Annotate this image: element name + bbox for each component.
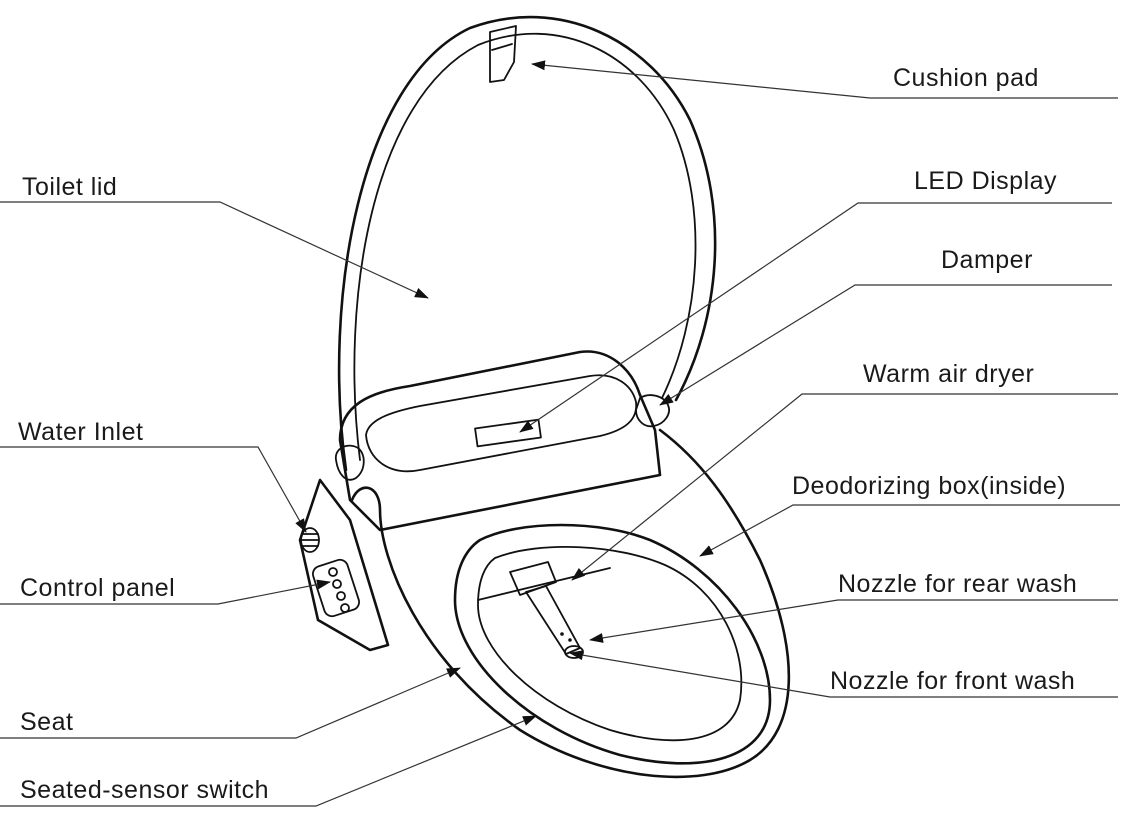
labels: Cushion pad Toilet lid LED Display Dampe… xyxy=(18,64,1077,804)
left-hinge xyxy=(335,444,365,481)
label-water-inlet: Water Inlet xyxy=(18,418,143,446)
rear-housing xyxy=(338,350,662,532)
leader-seated-sensor xyxy=(0,715,537,807)
nozzle-hole-rear xyxy=(560,632,564,636)
nozzle-hole-front xyxy=(568,638,572,642)
label-cushion-pad: Cushion pad xyxy=(893,64,1039,92)
leader-led-display xyxy=(519,202,1112,433)
cushion-pad-shape xyxy=(489,25,517,83)
toilet-lid-inner-outline xyxy=(353,32,697,461)
damper-hinge xyxy=(635,394,670,428)
leader-seat xyxy=(0,667,461,739)
label-damper: Damper xyxy=(941,246,1033,274)
label-led-display: LED Display xyxy=(914,167,1057,195)
leader-nozzle-rear xyxy=(589,599,1118,643)
leader-toilet-lid xyxy=(0,201,429,299)
leader-deodorizing-box xyxy=(699,504,1120,557)
control-panel-buttons xyxy=(312,558,360,618)
control-body xyxy=(298,478,390,652)
leader-cushion-pad xyxy=(531,60,1118,99)
leader-damper xyxy=(659,284,1112,406)
leader-control-panel xyxy=(0,579,331,605)
nozzle-arm xyxy=(525,585,581,655)
nozzle-tip xyxy=(564,645,584,659)
label-control-panel: Control panel xyxy=(20,574,175,602)
water-inlet-knob xyxy=(300,527,320,553)
seat-bowl-opening xyxy=(477,546,743,742)
led-display-window xyxy=(474,418,542,448)
seat-rim-line xyxy=(477,567,611,601)
seat-outer xyxy=(350,428,791,779)
label-warm-air-dryer: Warm air dryer xyxy=(863,360,1034,388)
display-panel-top xyxy=(365,374,637,473)
leader-water-inlet xyxy=(0,446,307,533)
label-seat: Seat xyxy=(20,708,73,736)
label-deodorizing-box: Deodorizing box(inside) xyxy=(792,472,1066,500)
leader-nozzle-front xyxy=(569,650,1118,698)
label-nozzle-front: Nozzle for front wash xyxy=(830,667,1075,695)
label-nozzle-rear: Nozzle for rear wash xyxy=(838,570,1077,598)
toilet-illustration xyxy=(298,15,791,779)
leader-warm-air-dryer xyxy=(571,393,1118,581)
leader-lines xyxy=(0,60,1120,807)
toilet-lid-outline xyxy=(337,15,717,472)
label-seated-sensor: Seated-sensor switch xyxy=(20,776,269,804)
label-toilet-lid: Toilet lid xyxy=(22,173,117,201)
